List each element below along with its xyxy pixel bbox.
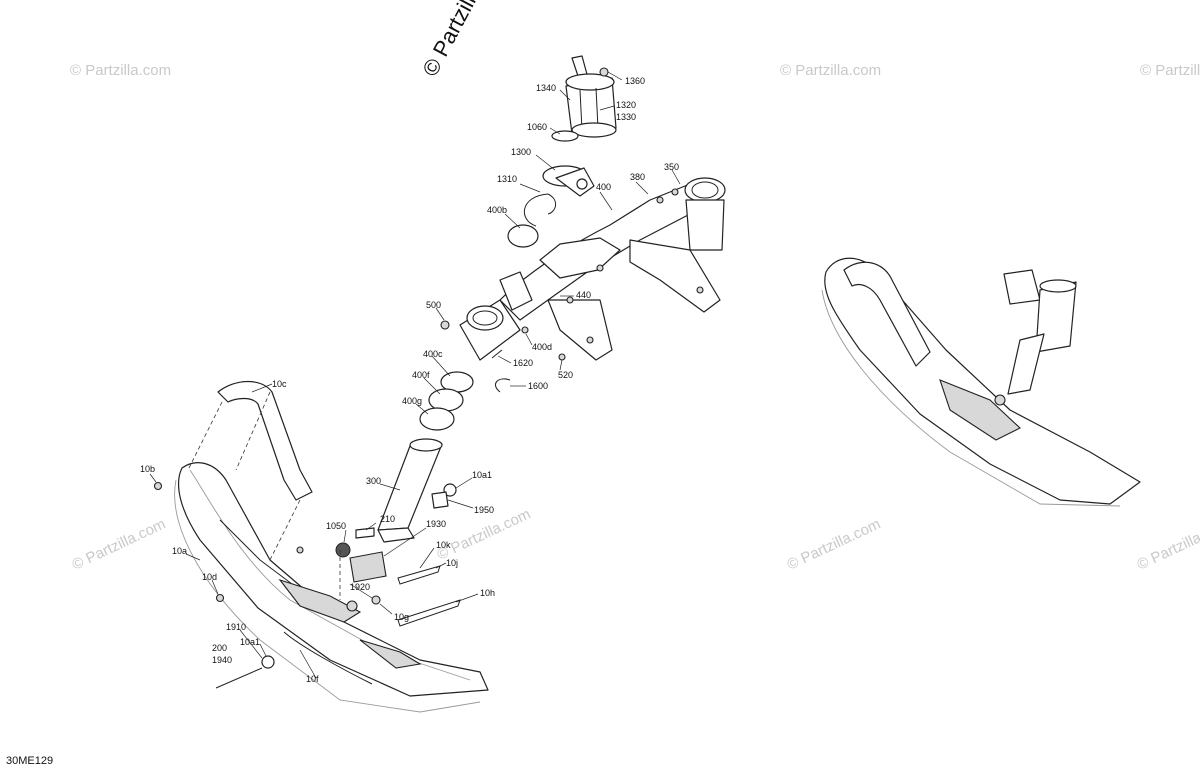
nut-10a1-lower (261, 655, 275, 669)
callout-label: 10h (480, 588, 495, 598)
callout-label: 1360 (625, 76, 645, 86)
callout-label: 10a (172, 546, 187, 556)
callout-label: 1910 (226, 622, 246, 632)
callout-label: 400c (423, 349, 443, 359)
ski-handle-10c (217, 381, 313, 501)
watermark-text: © Partzilla.com (785, 516, 884, 574)
callout-label: 380 (630, 172, 645, 182)
callout-label: 1340 (536, 83, 556, 93)
ski-10a (174, 462, 489, 713)
callout-label: 10d (202, 572, 217, 582)
bolt-200 (215, 667, 263, 689)
bolt-520 (558, 353, 566, 361)
nut-400d (521, 326, 529, 334)
watermark-main: © Partzilla.com (417, 0, 509, 80)
callout-label: 400g (402, 396, 422, 406)
clip-1310 (523, 193, 556, 227)
bolt (296, 546, 304, 554)
callout-label: 1620 (513, 358, 533, 368)
column-tube-300 (377, 438, 443, 543)
callout-label: 1940 (212, 655, 232, 665)
callout-label: 10f (306, 674, 319, 684)
callout-label: 1600 (528, 381, 548, 391)
callout-label: 520 (558, 370, 573, 380)
clip-1600 (495, 378, 511, 393)
callout-label: 1310 (497, 174, 517, 184)
callout-label: 1300 (511, 147, 531, 157)
callout-label: 10a1 (472, 470, 492, 480)
callout-label: 1330 (616, 112, 636, 122)
callout-label: 400d (532, 342, 552, 352)
bushing-400b (507, 224, 539, 248)
plate-10h (397, 599, 461, 627)
diagram-code: 30ME129 (6, 755, 54, 767)
callout-label: 400b (487, 205, 507, 215)
retaining-ring-1300 (542, 165, 595, 197)
callout-label: 1930 (426, 519, 446, 529)
callout-label: 1950 (474, 505, 494, 515)
bumper-1930 (349, 551, 387, 583)
frame-400 (459, 177, 726, 361)
bushing-1950 (431, 491, 449, 509)
watermark-text: © Partzilla.com (70, 516, 169, 574)
callout-label: 300 (366, 476, 381, 486)
callout-label: 1060 (527, 122, 547, 132)
nut-10a1 (443, 483, 457, 497)
callout-label: 1920 (350, 582, 370, 592)
pin-1620 (491, 349, 503, 359)
bolt-210 (355, 527, 375, 539)
callout-label: 10b (140, 464, 155, 474)
nut-1050 (335, 542, 351, 558)
callout-label: 400 (596, 182, 611, 192)
callout-labels: 1360 1340 1320 1330 1060 1300 1310 400b … (140, 76, 679, 684)
bolt-10d (215, 593, 225, 603)
watermark-text: © Partzilla.com (780, 62, 881, 79)
spindle-housing (565, 55, 617, 138)
bushing-400g (419, 407, 455, 431)
callout-label: 200 (212, 643, 227, 653)
watermark-text: © Partzilla.com (1135, 516, 1200, 574)
washer-1060 (551, 130, 579, 142)
bolt-10b (153, 481, 163, 491)
watermark-text: © Partzilla.com (70, 62, 171, 79)
callout-label: 1050 (326, 521, 346, 531)
callout-label: 10a1 (240, 637, 260, 647)
watermark-text: © Partzilla.com (1140, 62, 1200, 79)
nut-10g (371, 595, 381, 605)
callout-label: 10k (436, 540, 451, 550)
callout-label: 350 (664, 162, 679, 172)
callout-label: 210 (380, 514, 395, 524)
callout-label: 500 (426, 300, 441, 310)
callout-label: 400f (412, 370, 430, 380)
leader-lines (149, 71, 681, 679)
plate-10k (397, 565, 441, 585)
callout-label: 10g (394, 612, 409, 622)
callout-label: 10c (272, 379, 287, 389)
assembled-ski-view (821, 257, 1141, 507)
bolt-500 (440, 320, 450, 330)
callout-label: 440 (576, 290, 591, 300)
callout-label: 10j (446, 558, 458, 568)
callout-label: 1320 (616, 100, 636, 110)
runner-10f (283, 631, 373, 685)
